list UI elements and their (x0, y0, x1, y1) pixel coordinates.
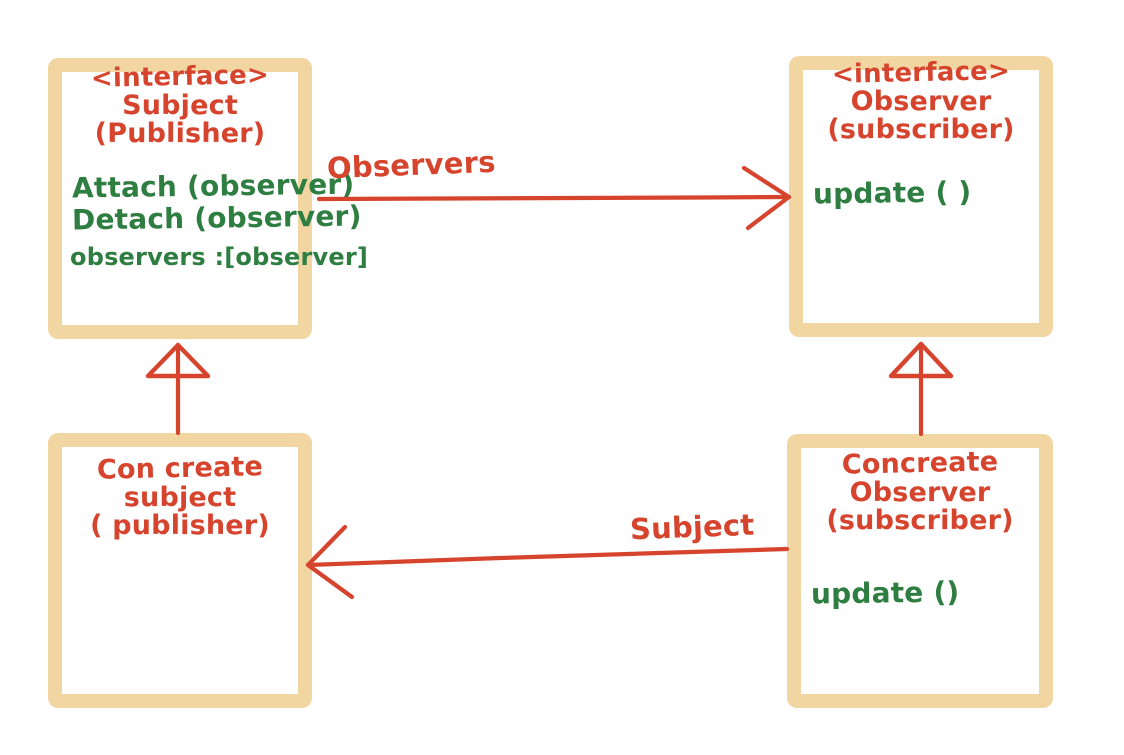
observer-interface-method-0: update ( ) (812, 175, 972, 211)
class-box-concrete-observer[interactable]: Concreate Observer (subscriber) update (… (787, 434, 1053, 708)
observer-interface-stereotype: <interface> (831, 56, 1011, 90)
edge-label-subject: Subject (629, 507, 755, 547)
subject-interface-members: Attach (observer) Detach (observer) obse… (62, 167, 369, 272)
concrete-subject-name-line1: Con create (96, 451, 264, 486)
subject-interface-method-0: Attach (observer) (71, 167, 355, 205)
concrete-observer-method-0: update () (810, 575, 960, 611)
subject-interface-body: <interface> Subject (Publisher) Attach (… (62, 60, 369, 325)
class-box-subject-interface[interactable]: <interface> Subject (Publisher) Attach (… (48, 58, 369, 339)
connector-subject-generalization (145, 342, 211, 436)
observer-interface-name: Observer (850, 85, 992, 117)
observer-interface-alias: (subscriber) (827, 114, 1015, 146)
concrete-observer-alias: (subscriber) (826, 505, 1014, 537)
subject-interface-attribute-0: observers :[observer] (70, 243, 369, 272)
class-box-observer-interface[interactable]: <interface> Observer (subscriber) update… (789, 56, 1053, 337)
observer-interface-members: update ( ) (803, 175, 1039, 211)
concrete-observer-name-line1: Concreate (841, 446, 999, 481)
subject-interface-alias: (Publisher) (94, 118, 266, 150)
subject-interface-name: Subject (122, 89, 238, 121)
concrete-subject-title: Con create subject ( publisher) (62, 451, 298, 542)
concrete-observer-title: Concreate Observer (subscriber) (801, 446, 1039, 537)
observer-interface-title: <interface> Observer (subscriber) (803, 56, 1039, 146)
concrete-subject-body: Con create subject ( publisher) (62, 447, 298, 694)
observer-interface-body: <interface> Observer (subscriber) update… (803, 56, 1039, 323)
subject-interface-method-1: Detach (observer) (71, 199, 362, 237)
concrete-subject-alias: ( publisher) (90, 510, 270, 542)
class-box-concrete-subject[interactable]: Con create subject ( publisher) (48, 433, 312, 708)
subject-interface-title: <interface> Subject (Publisher) (62, 60, 298, 150)
concrete-observer-members: update () (801, 575, 1039, 611)
subject-interface-stereotype: <interface> (90, 60, 270, 94)
edge-label-observers: Observers (326, 144, 497, 186)
concrete-observer-name-line2: Observer (849, 476, 991, 508)
connector-observer-generalization (888, 341, 954, 437)
concrete-subject-name-line2: subject (123, 481, 237, 513)
concrete-observer-body: Concreate Observer (subscriber) update (… (801, 446, 1039, 694)
